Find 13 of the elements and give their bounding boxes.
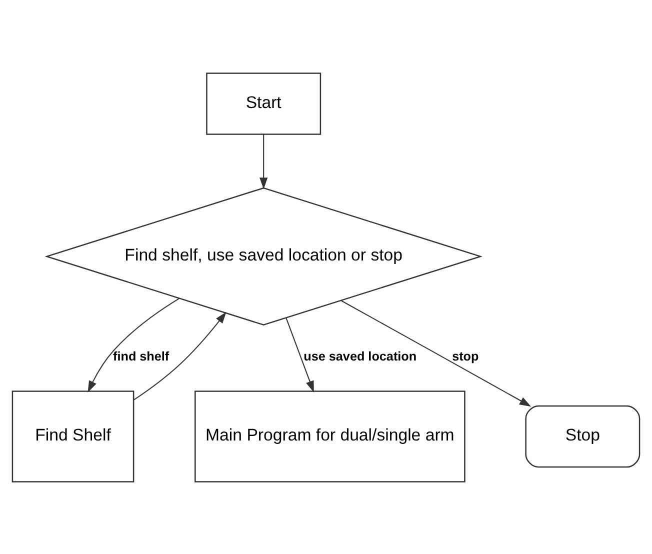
node-box: Find Shelf bbox=[12, 390, 134, 482]
edge-label: use saved location bbox=[304, 348, 417, 363]
arrow bbox=[260, 134, 268, 189]
arrow bbox=[340, 300, 532, 406]
edge-label: stop bbox=[452, 348, 479, 363]
node-diamond: Find shelf, use saved location or stop bbox=[44, 186, 482, 326]
node-box: Main Program for dual/single arm bbox=[194, 390, 466, 482]
arrow bbox=[133, 311, 226, 400]
edge-label: find shelf bbox=[113, 348, 170, 363]
arrow bbox=[88, 298, 180, 392]
node-box: Start bbox=[206, 72, 322, 134]
node-box: Stop bbox=[525, 404, 640, 468]
arrow bbox=[286, 318, 314, 392]
